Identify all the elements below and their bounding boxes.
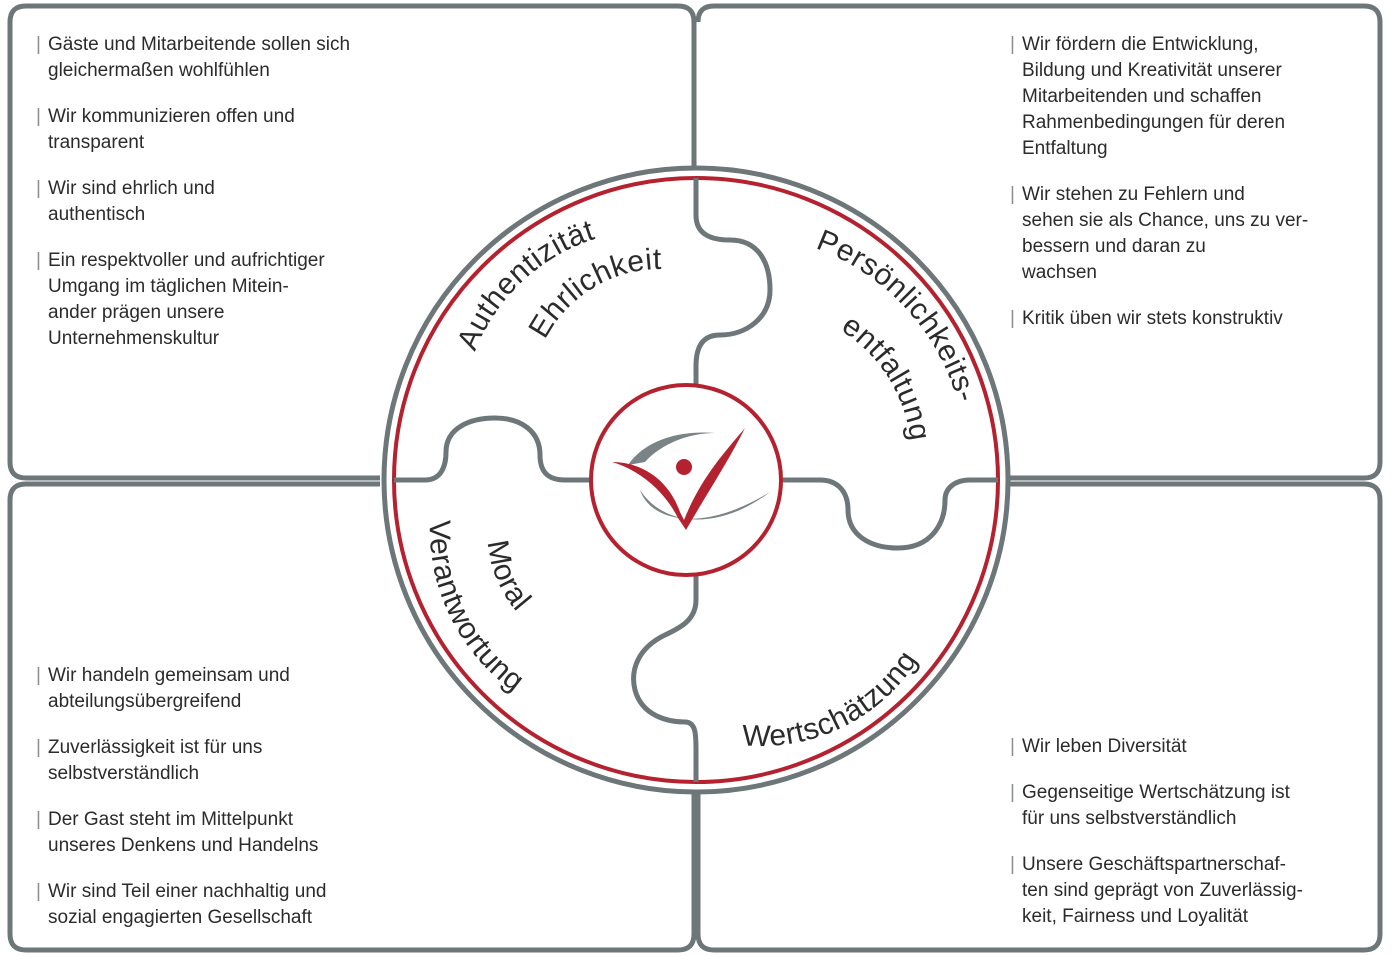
bullet-bar: |	[36, 881, 41, 902]
quadrant-top-right-text: |Wir fördern die Entwicklung, Bildung un…	[1010, 32, 1360, 352]
frame-top-left	[7, 3, 697, 481]
quadrant-bottom-right-text: |Wir leben Diversität |Gegenseitige Wert…	[1010, 734, 1360, 950]
bullet-bar: |	[36, 250, 41, 271]
puzzle-dividers	[394, 178, 998, 782]
list-item: |Wir sind ehrlich und authentisch	[36, 176, 416, 228]
bullet-bar: |	[36, 737, 41, 758]
bullet-bar: |	[36, 665, 41, 686]
checkmark-swoosh-logo-icon	[612, 428, 770, 530]
bullet-bar: |	[1010, 782, 1015, 803]
list-item: |Wir sind Teil einer nachhaltig und sozi…	[36, 879, 406, 931]
bullet-bar: |	[1010, 854, 1015, 875]
divider-bottom	[631, 567, 699, 782]
bullet-bar: |	[36, 106, 41, 127]
center-circle	[589, 383, 783, 577]
quadrant-frames	[7, 3, 1383, 953]
quadrant-top-left-text: |Gäste und Mitarbeitende sollen sich gle…	[36, 32, 416, 372]
list-item: |Gäste und Mitarbeitende sollen sich gle…	[36, 32, 416, 84]
bullet-bar: |	[1010, 184, 1015, 205]
list-item: |Wir leben Diversität	[1010, 734, 1360, 760]
list-item: |Gegenseitige Wertschätzung ist für uns …	[1010, 780, 1360, 832]
divider-right	[782, 477, 998, 551]
frame-top-right	[695, 3, 1383, 481]
list-item: |Wir handeln gemeinsam und abteilungsübe…	[36, 663, 406, 715]
list-item: |Unsere Geschäftspartnerschaf- ten sind …	[1010, 852, 1360, 930]
list-item: |Wir kommunizieren offen und transparent	[36, 104, 416, 156]
bullet-bar: |	[36, 178, 41, 199]
divider-top	[693, 178, 773, 393]
list-item: |Kritik üben wir stets konstruktiv	[1010, 306, 1360, 332]
frame-bottom-left	[7, 481, 697, 953]
bullet-bar: |	[36, 809, 41, 830]
list-item: |Wir fördern die Entwicklung, Bildung un…	[1010, 32, 1360, 162]
list-item: |Zuverlässigkeit ist für uns selbstverst…	[36, 735, 406, 787]
list-item: |Der Gast steht im Mittelpunkt unseres D…	[36, 807, 406, 859]
divider-left	[394, 415, 610, 483]
list-item: |Wir stehen zu Fehlern und sehen sie als…	[1010, 182, 1360, 286]
quadrant-bottom-left-text: |Wir handeln gemeinsam und abteilungsübe…	[36, 663, 406, 951]
bullet-bar: |	[1010, 34, 1015, 55]
bullet-bar: |	[1010, 308, 1015, 329]
bullet-bar: |	[36, 34, 41, 55]
bullet-bar: |	[1010, 736, 1015, 757]
frame-bottom-right	[695, 481, 1383, 953]
list-item: |Ein respektvoller und aufrichtiger Umga…	[36, 248, 416, 352]
